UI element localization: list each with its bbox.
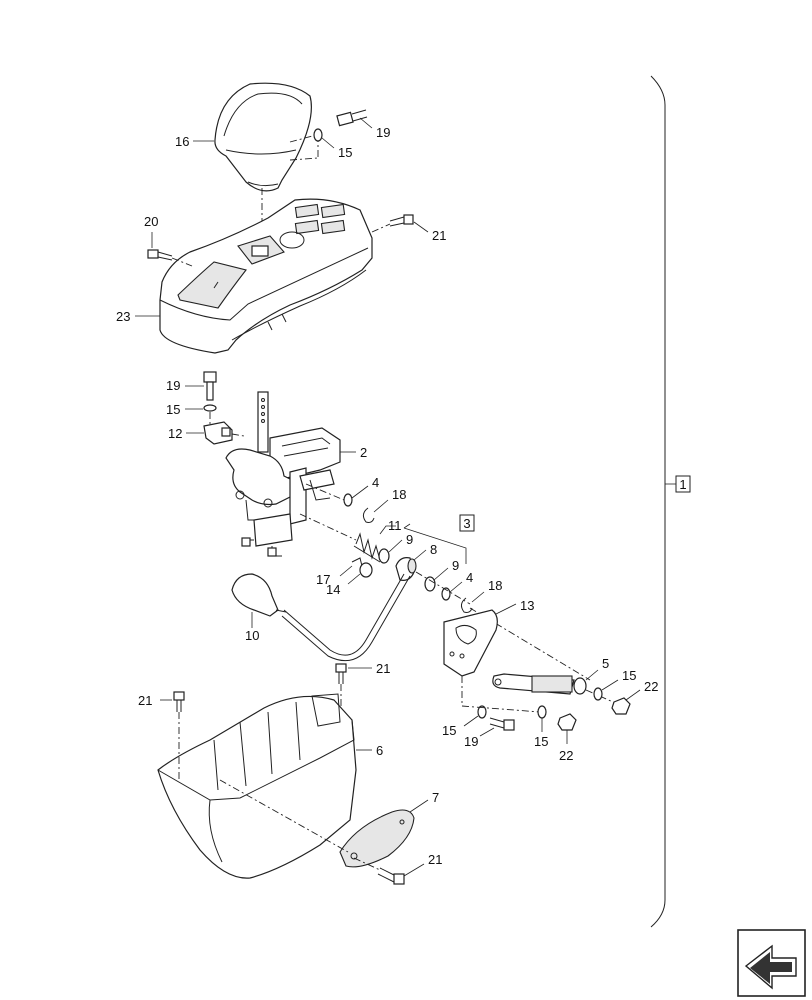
callout-18a: 18 xyxy=(392,487,406,502)
callout-1: 1 xyxy=(679,477,686,492)
screw-21-housing-left xyxy=(173,691,185,712)
callout-21a: 21 xyxy=(432,228,446,243)
callout-4b: 4 xyxy=(466,570,473,585)
screw-21-bottom xyxy=(377,867,405,885)
callout-10: 10 xyxy=(245,628,259,643)
callout-7: 7 xyxy=(432,790,439,805)
callout-15d: 15 xyxy=(442,723,456,738)
callout-9a: 9 xyxy=(406,532,413,547)
washer-15-right xyxy=(593,687,603,701)
bolt-19-left xyxy=(203,371,217,401)
callout-18b: 18 xyxy=(488,578,502,593)
assembly-box xyxy=(675,475,691,493)
washer-4-lower xyxy=(441,587,451,601)
screw-20 xyxy=(147,249,173,261)
nut-22-right xyxy=(611,697,631,715)
callout-4a: 4 xyxy=(372,475,379,490)
screw-21-housing-right xyxy=(335,663,347,684)
callout-12: 12 xyxy=(168,426,182,441)
callout-21d: 21 xyxy=(428,852,442,867)
callout-2: 2 xyxy=(360,445,367,460)
spring-11 xyxy=(353,532,381,563)
callout-3: 3 xyxy=(463,516,470,531)
callout-15e: 15 xyxy=(534,734,548,749)
washer-9-right xyxy=(424,576,436,592)
next-page-arrow-icon[interactable] xyxy=(737,929,806,997)
screw-21-top xyxy=(389,214,414,227)
washer-9-left xyxy=(378,548,390,564)
callout-20: 20 xyxy=(144,214,158,229)
washer-15-left xyxy=(203,404,217,412)
callout-21c: 21 xyxy=(138,693,152,708)
lower-housing xyxy=(157,693,357,879)
assembly-bracket xyxy=(650,75,666,928)
callout-23: 23 xyxy=(116,309,130,324)
callout-6: 6 xyxy=(376,743,383,758)
gas-spring-5 xyxy=(492,673,587,695)
clamp-12 xyxy=(203,421,233,445)
callout-5: 5 xyxy=(602,656,609,671)
clip-18-upper xyxy=(362,507,375,523)
cylinder-bracket-13 xyxy=(443,609,498,677)
bolt-19-bottom xyxy=(489,717,515,731)
callout-19c: 19 xyxy=(464,734,478,749)
gearshift-bracket xyxy=(225,391,341,557)
callout-11: 11 xyxy=(388,518,402,533)
callout-17: 17 xyxy=(316,572,330,587)
kit-box xyxy=(459,514,475,532)
callout-22a: 22 xyxy=(644,679,658,694)
callout-22b: 22 xyxy=(559,748,573,763)
nut-14 xyxy=(359,562,373,578)
callout-19b: 19 xyxy=(166,378,180,393)
bolt-19-top xyxy=(336,109,368,127)
callout-15a: 15 xyxy=(338,145,352,160)
bushing-8 xyxy=(395,557,417,581)
washer-15-bottom-right xyxy=(537,705,547,719)
console-cover xyxy=(159,198,373,354)
callout-19a: 19 xyxy=(376,125,390,140)
washer-15-bottom-left xyxy=(477,705,487,719)
callout-13: 13 xyxy=(520,598,534,613)
pin-17 xyxy=(351,557,363,567)
washer-15-top xyxy=(313,128,323,142)
callout-15b: 15 xyxy=(166,402,180,417)
callout-14: 14 xyxy=(326,582,340,597)
callout-21b: 21 xyxy=(376,661,390,676)
nut-22-bottom xyxy=(557,713,577,731)
gear-knob xyxy=(214,82,312,192)
callout-8: 8 xyxy=(430,542,437,557)
washer-4-upper xyxy=(343,493,353,507)
clip-18-lower xyxy=(460,597,473,613)
shift-lever xyxy=(231,573,411,662)
cover-plate-7 xyxy=(339,809,415,868)
callout-15c: 15 xyxy=(622,668,636,683)
callout-9b: 9 xyxy=(452,558,459,573)
callout-16: 16 xyxy=(175,134,189,149)
